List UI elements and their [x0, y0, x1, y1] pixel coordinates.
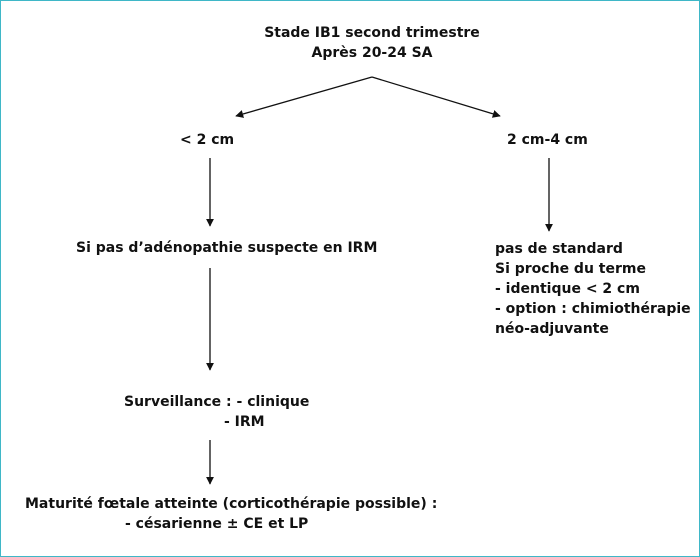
- right-step1: pas de standard Si proche du terme - ide…: [495, 239, 691, 339]
- arrow-root-to-right: [371, 76, 501, 118]
- right-branch-label: 2 cm-4 cm: [507, 132, 588, 148]
- right-step1-line1: pas de standard: [495, 241, 623, 257]
- right-step1-line4: - option : chimiothérapie: [495, 301, 691, 317]
- right-step1-line5: néo-adjuvante: [495, 321, 609, 337]
- left-step2: Surveillance : - clinique - IRM: [124, 392, 309, 432]
- root-node: Stade IB1 second trimestre Après 20-24 S…: [252, 23, 492, 63]
- left-step3-line1: Maturité fœtale atteinte (corticothérapi…: [25, 496, 438, 512]
- arrow-root-to-left: [235, 76, 373, 118]
- right-step1-line3: - identique < 2 cm: [495, 281, 640, 297]
- right-step1-line2: Si proche du terme: [495, 261, 646, 277]
- left-branch-label: < 2 cm: [180, 132, 235, 148]
- left-step2-line2: - IRM: [224, 414, 265, 430]
- left-step3: Maturité fœtale atteinte (corticothérapi…: [25, 494, 437, 534]
- left-step1: Si pas d’adénopathie suspecte en IRM: [76, 240, 378, 256]
- left-step3-line2: - césarienne ± CE et LP: [125, 516, 309, 532]
- root-line1: Stade IB1 second trimestre: [264, 25, 480, 41]
- left-step2-line1: Surveillance : - clinique: [124, 394, 310, 410]
- root-line2: Après 20-24 SA: [311, 45, 433, 61]
